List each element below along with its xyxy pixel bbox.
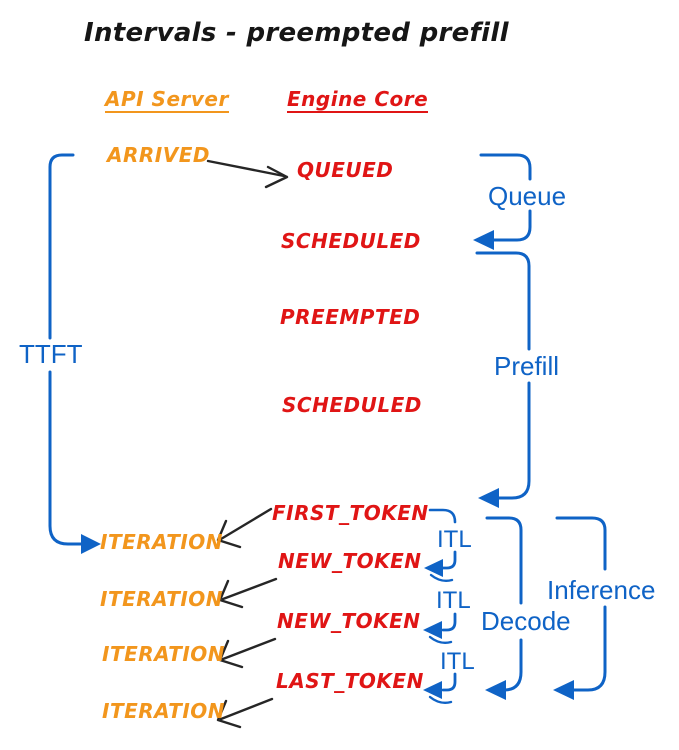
event-scheduled-2: SCHEDULED bbox=[282, 393, 422, 417]
api-server-column-header: API Server bbox=[105, 87, 229, 113]
itl-corner-bracket bbox=[428, 508, 457, 524]
event-iteration-3: ITERATION bbox=[102, 642, 226, 666]
interval-label-decode: Decode bbox=[481, 606, 571, 636]
itl-flick-1 bbox=[429, 573, 454, 583]
arrow-first-token-to-iteration-1 bbox=[216, 507, 273, 549]
itl-flick-2 bbox=[428, 635, 453, 645]
arrow-new-token-1-to-iteration-2 bbox=[218, 577, 278, 609]
inference-arrowhead-icon bbox=[553, 680, 574, 700]
interval-label-ttft: TTFT bbox=[19, 339, 83, 369]
arrow-arrived-to-queued bbox=[206, 159, 289, 189]
queue-arrowhead-icon bbox=[473, 230, 494, 250]
engine-core-column-header: Engine Core bbox=[287, 87, 429, 113]
arrow-last-token-to-iteration-4 bbox=[216, 697, 274, 729]
event-first-token: FIRST_TOKEN bbox=[272, 501, 429, 525]
event-iteration-1: ITERATION bbox=[100, 530, 224, 554]
event-new-token-2: NEW_TOKEN bbox=[277, 609, 421, 633]
diagram-title: Intervals - preempted prefill bbox=[84, 18, 509, 48]
itl-arrowhead-1-icon bbox=[424, 559, 443, 577]
decode-bracket-top bbox=[485, 516, 523, 605]
event-iteration-4: ITERATION bbox=[102, 699, 226, 723]
event-iteration-2: ITERATION bbox=[100, 587, 224, 611]
event-preempted: PREEMPTED bbox=[280, 305, 421, 329]
interval-label-prefill: Prefill bbox=[494, 351, 560, 381]
itl-return-2 bbox=[441, 612, 457, 632]
interval-label-queue: Queue bbox=[488, 181, 567, 211]
arrow-new-token-2-to-iteration-3 bbox=[218, 637, 277, 669]
prefill-bracket-bottom bbox=[497, 381, 531, 500]
interval-label-itl-3: ITL bbox=[440, 648, 475, 675]
event-last-token: LAST_TOKEN bbox=[276, 669, 424, 693]
prefill-arrowhead-icon bbox=[478, 488, 499, 508]
inference-bracket-top bbox=[555, 516, 607, 571]
ttft-arrowhead-icon bbox=[81, 534, 101, 554]
decode-bracket-bottom bbox=[502, 638, 523, 692]
inference-bracket-bottom bbox=[572, 605, 607, 692]
queue-bracket-top bbox=[479, 153, 532, 181]
event-new-token-1: NEW_TOKEN bbox=[278, 549, 422, 573]
itl-return-1 bbox=[441, 550, 457, 570]
decode-arrowhead-icon bbox=[485, 680, 506, 700]
itl-return-3 bbox=[441, 672, 457, 692]
prefill-bracket-top bbox=[475, 251, 531, 351]
event-scheduled-1: SCHEDULED bbox=[281, 229, 421, 253]
interval-label-itl-2: ITL bbox=[436, 587, 471, 614]
itl-arrowhead-2-icon bbox=[423, 621, 442, 639]
interval-label-inference: Inference bbox=[547, 575, 656, 605]
interval-label-itl-1: ITL bbox=[437, 526, 472, 553]
event-arrived: ARRIVED bbox=[107, 143, 210, 167]
ttft-bracket-top bbox=[48, 153, 75, 340]
event-queued: QUEUED bbox=[297, 158, 394, 182]
itl-arrowhead-3-icon bbox=[423, 681, 442, 699]
itl-flick-3 bbox=[428, 695, 453, 705]
ttft-bracket-bottom bbox=[48, 370, 86, 546]
queue-bracket-bottom bbox=[492, 209, 532, 242]
